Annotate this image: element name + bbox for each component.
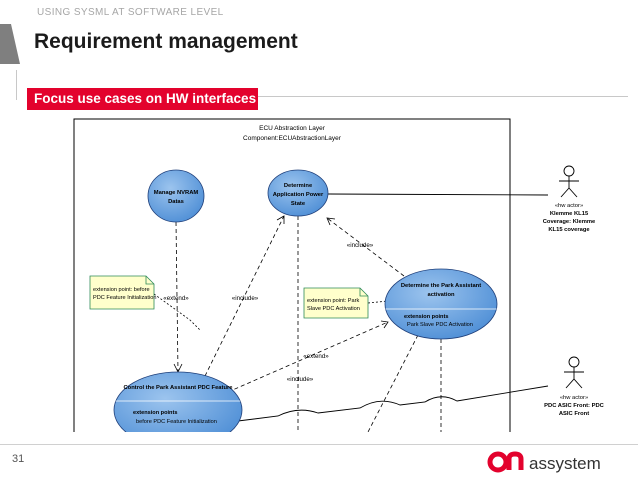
usecase-determine-pa: Determine the Park Assistant activation … — [384, 268, 498, 340]
section-label: USING SYSML AT SOFTWARE LEVEL — [37, 7, 224, 18]
usecase-control-pa-line1: Control the Park Assistant PDC Feature — [124, 385, 234, 391]
usecase-control-pa: Control the Park Assistant PDC Feature e… — [113, 371, 243, 432]
page-title: Requirement management — [34, 30, 298, 53]
note1-anchor — [153, 293, 201, 331]
note1-line2: PDC Feature Initialization — [93, 295, 156, 301]
usecase-manage-nvram-line2: Datas — [168, 199, 184, 205]
relation-control-power-include — [204, 215, 285, 377]
use-case-diagram: ECU Abstraction Layer Component:ECUAbstr… — [73, 118, 605, 432]
assystem-logo-mark-icon — [487, 451, 524, 473]
stick-figure-icon — [559, 165, 579, 198]
note2-line2: Slave PDC Activation — [307, 306, 360, 312]
stick-figure-icon — [564, 356, 584, 389]
label-extend-left: «extend» — [163, 295, 189, 302]
note-extension-point-2: extension point: Park Slave PDC Activati… — [303, 287, 369, 319]
note-extension-point-1: extension point: before PDC Feature Init… — [89, 275, 156, 310]
actor-pdc: «hw actor» PDC ASIC Front: PDC ASIC Fron… — [544, 356, 605, 417]
label-include-bottom: «include» — [287, 376, 314, 383]
page-number: 31 — [12, 453, 25, 465]
focus-banner: Focus use cases on HW interfaces — [27, 88, 258, 110]
usecase-determine-power: Determine Application Power State — [267, 169, 329, 217]
relationships — [153, 215, 442, 432]
note1-line1: extension point: before — [93, 287, 150, 293]
system-component: Component:ECUAbstractionLayer — [243, 135, 342, 142]
actor-klemme-line1: Klemme KL15 — [550, 211, 589, 217]
relation-control-pa-extend — [227, 321, 389, 393]
assoc-control-pdc — [237, 385, 549, 422]
actor-pdc-stereotype: «hw actor» — [560, 395, 588, 401]
actor-klemme-line3: KL15 coverage — [548, 227, 590, 233]
actor-pdc-line1: PDC ASIC Front: PDC — [544, 403, 604, 409]
usecase-determine-pa-ext-value: Park Slave PDC Activation — [407, 322, 473, 328]
system-title: ECU Abstraction Layer — [259, 125, 326, 132]
assoc-power-klemme — [327, 193, 549, 196]
logo-text: assystem — [529, 454, 601, 473]
label-include-left: «include» — [232, 295, 259, 302]
footer-rule — [0, 444, 638, 445]
usecase-control-pa-ext-label: extension points — [133, 410, 177, 416]
actor-klemme: «hw actor» Klemme KL15 Coverage: Klemme … — [543, 165, 596, 233]
label-include-top: «include» — [347, 242, 374, 249]
actor-klemme-stereotype: «hw actor» — [555, 203, 583, 209]
usecase-determine-power-line2: Application Power — [273, 192, 324, 198]
usecase-determine-power-line3: State — [291, 201, 306, 207]
usecase-determine-pa-line2: activation — [427, 292, 455, 298]
usecase-determine-pa-ext-label: extension points — [404, 314, 448, 320]
actor-associations — [237, 193, 549, 422]
note2-anchor — [367, 300, 389, 304]
usecase-control-pa-ext-value: before PDC Feature Initialization — [136, 419, 217, 425]
actor-klemme-line2: Coverage: Klemme — [543, 219, 596, 225]
usecase-manage-nvram: Manage NVRAM Datas — [147, 169, 205, 223]
note2-line1: extension point: Park — [307, 298, 359, 304]
actor-pdc-line2: ASIC Front — [559, 411, 589, 417]
title-rule — [16, 70, 17, 100]
relation-pa-power-include — [326, 217, 405, 277]
usecase-manage-nvram-line1: Manage NVRAM — [154, 190, 199, 196]
assystem-logo: assystem — [487, 451, 601, 473]
banner-rule — [258, 96, 628, 97]
usecase-determine-power-line1: Determine — [284, 183, 313, 189]
label-extend-mid: «extend» — [303, 353, 329, 360]
usecase-determine-pa-line1: Determine the Park Assistant — [401, 283, 481, 289]
